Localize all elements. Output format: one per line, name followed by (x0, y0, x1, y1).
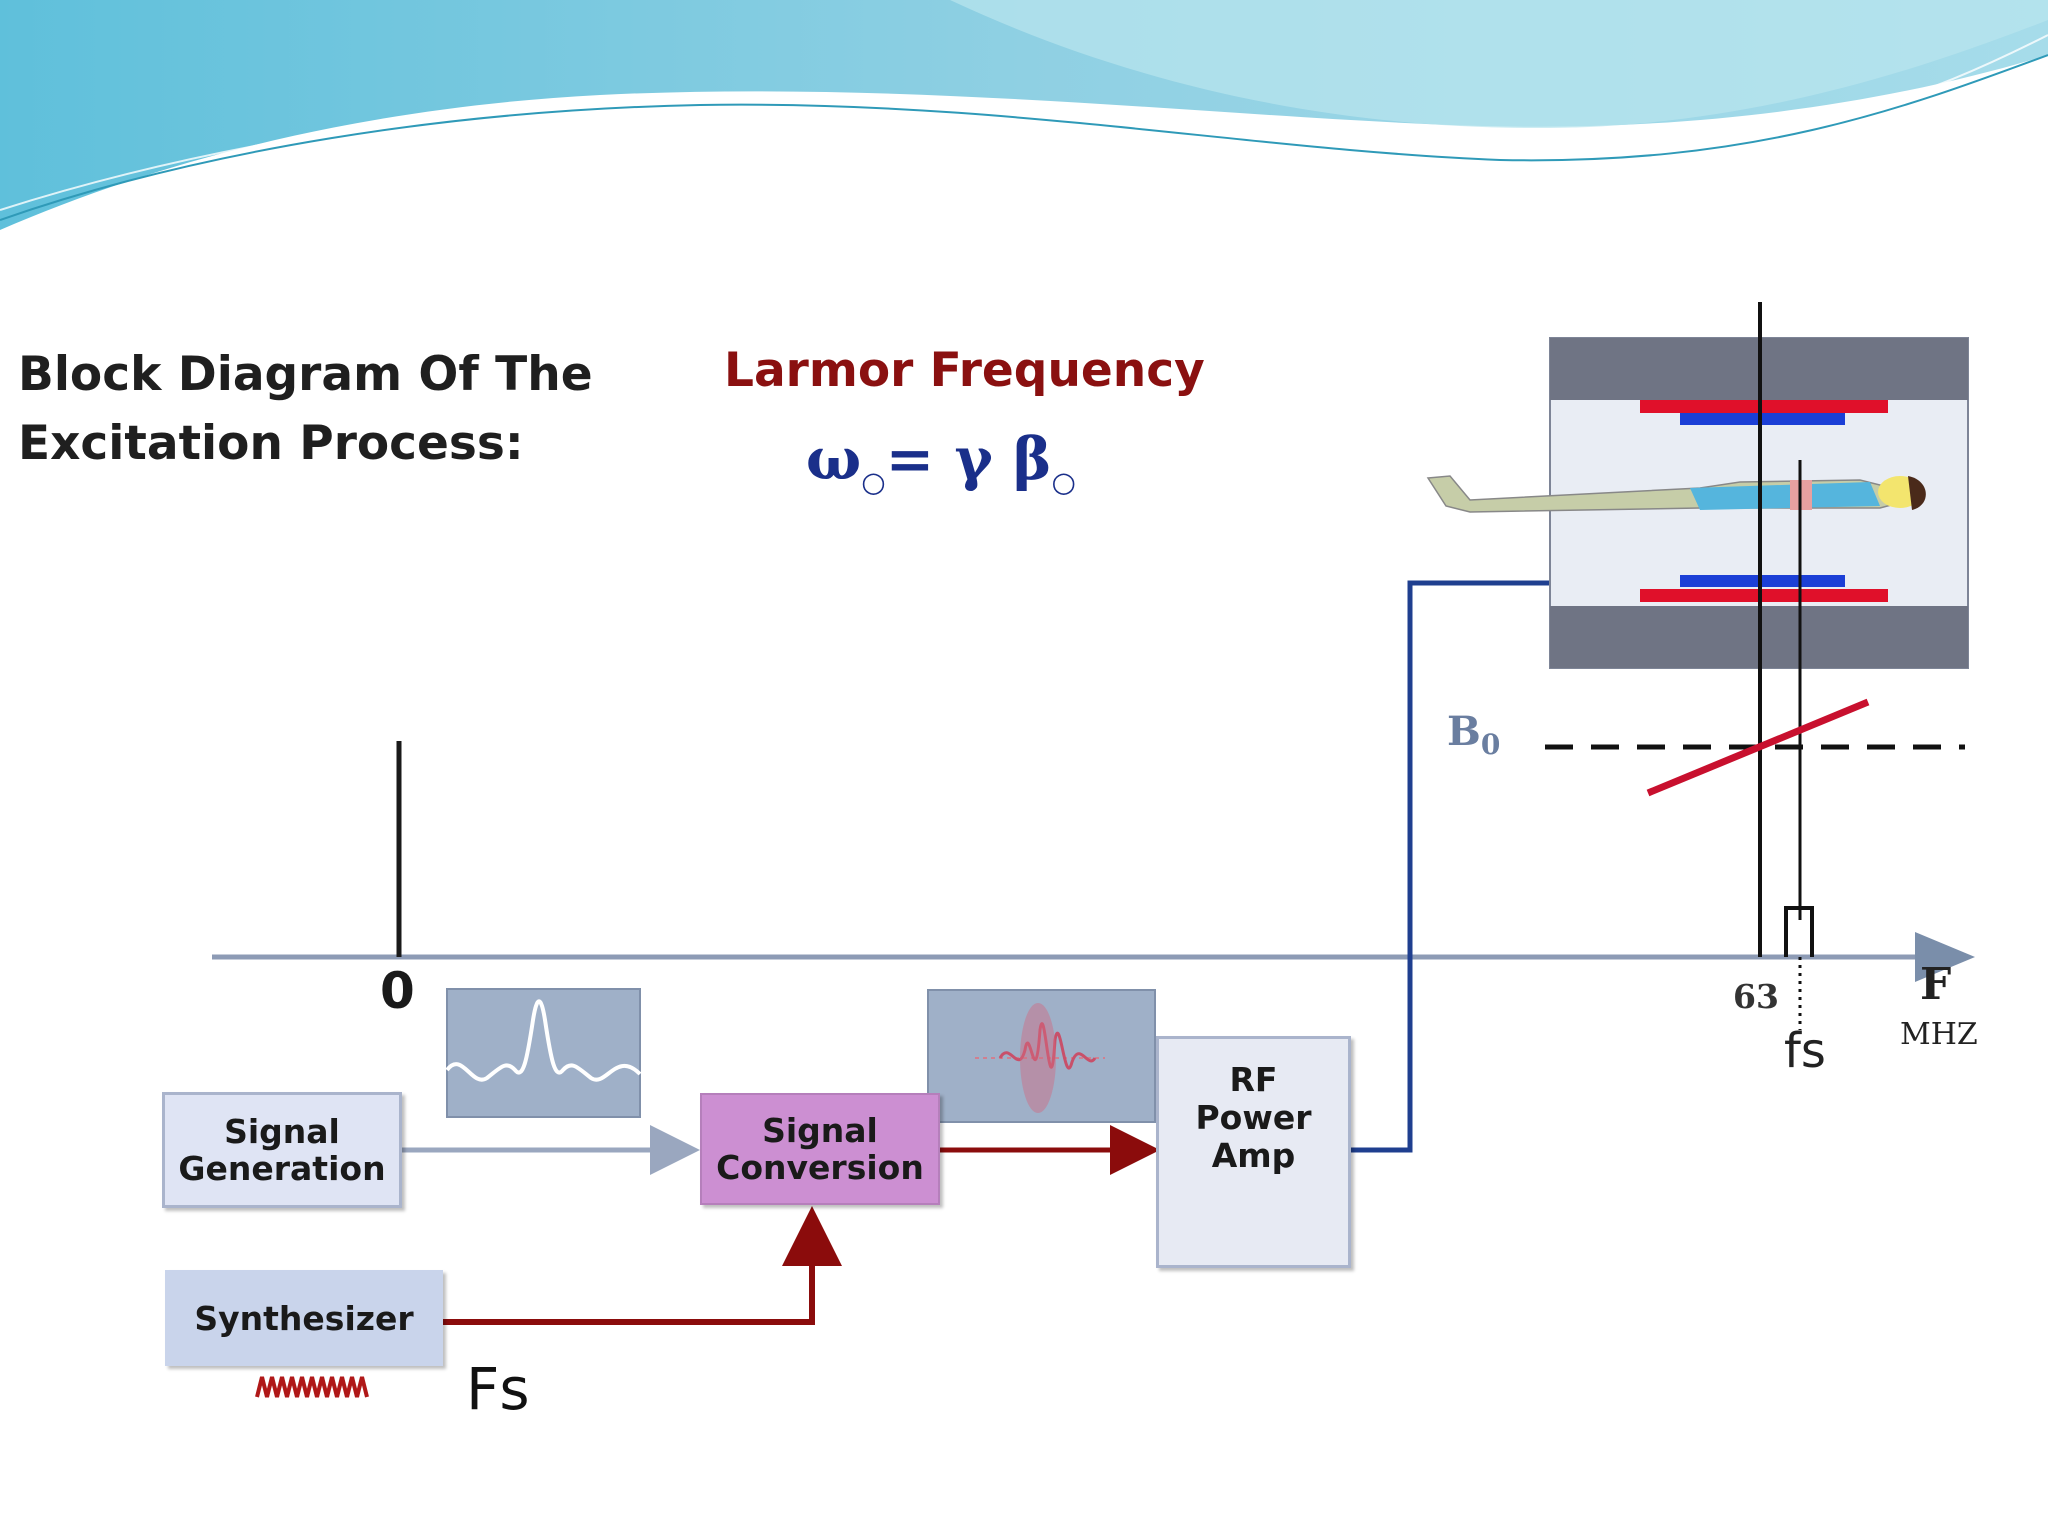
axis-f-label: F (1920, 959, 1952, 1010)
signal-generation-line1: Signal (224, 1112, 340, 1151)
signal-conversion-line2: Conversion (716, 1148, 924, 1187)
larmor-heading: Larmor Frequency (724, 343, 1205, 398)
gradient-line (1646, 698, 1870, 797)
amp-to-coil-line (1351, 558, 1682, 1153)
rf-amp-line1: RF (1229, 1060, 1278, 1099)
axis-fs-label: fs (1784, 1023, 1826, 1079)
signal-generation-line2: Generation (178, 1149, 386, 1188)
signal-conversion-line1: Signal (762, 1111, 878, 1150)
formula-rhs: = γ β (885, 425, 1052, 493)
synth-to-conversion-arrow (443, 1206, 842, 1325)
axis-unit-label: MHZ (1900, 1017, 1978, 1052)
b0-letter: B (1447, 708, 1481, 755)
axis-63-label: 63 (1733, 977, 1779, 1016)
fs-pulse-marker (1784, 906, 1814, 957)
b0-subscript: 0 (1480, 728, 1501, 761)
axis-zero-label: 0 (380, 962, 415, 1020)
synthesizer-block: Synthesizer (165, 1270, 443, 1366)
title-line-1: Block Diagram Of The (18, 347, 593, 402)
title-line-2: Excitation Process: (18, 416, 524, 471)
rf-amp-line3: Amp (1211, 1136, 1296, 1175)
header-wave (0, 0, 2048, 230)
modulated-waveform-thumbnail (927, 989, 1156, 1123)
b0-label: B0 (1447, 712, 1500, 759)
synthesizer-label: Synthesizer (194, 1298, 414, 1338)
sinc-waveform-thumbnail (445, 988, 642, 1118)
page-title: Block Diagram Of The Excitation Process: (18, 340, 658, 478)
rf-amp-line2: Power (1195, 1098, 1312, 1137)
synth-fs-label: Fs (466, 1355, 530, 1423)
beta-subscript: ○ (1051, 465, 1076, 499)
synth-waveform-icon (255, 1376, 369, 1398)
larmor-formula: ω○= γ β○ (806, 430, 1076, 497)
omega-subscript: ○ (861, 465, 886, 499)
omega-symbol: ω (806, 425, 862, 493)
